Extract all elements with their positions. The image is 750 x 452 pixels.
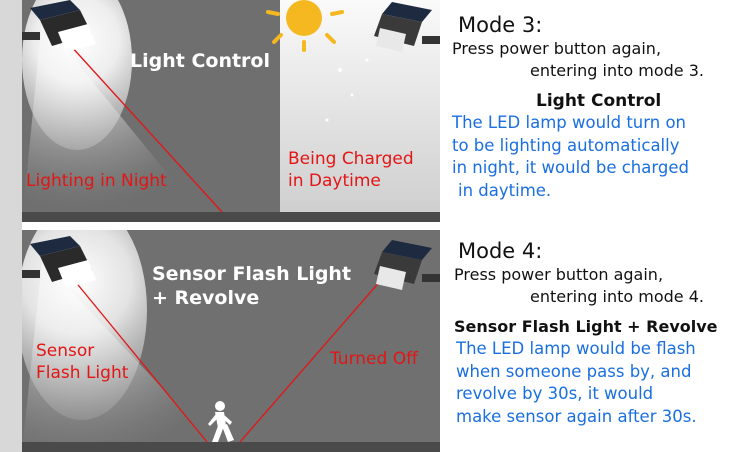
solar-lamp-icon	[22, 0, 96, 52]
mode3-line2: entering into mode 3.	[530, 61, 704, 80]
mode3-line1: Press power button again,	[452, 39, 662, 58]
mode3-desc-3: in night, it would be charged	[452, 158, 689, 177]
mode4-desc-3: revolve by 30s, it would	[456, 384, 654, 403]
panel1-scene	[22, 0, 440, 222]
sun-icon	[266, 0, 369, 122]
panel1-title: Light Control	[130, 50, 270, 72]
solar-lamp-icon	[22, 236, 96, 288]
mode3-title: Mode 3:	[458, 13, 543, 37]
solar-lamp-icon	[374, 2, 440, 52]
mode3-description: Mode 3: Press power button again, enteri…	[450, 12, 750, 202]
mode3-desc-1: The LED lamp would turn on	[452, 113, 687, 132]
mode4-subtitle: Sensor Flash Light + Revolve	[454, 317, 718, 336]
lighting-in-night-label: Lighting in Night	[26, 171, 167, 191]
panel2-scene	[22, 230, 440, 452]
turned-off-label: Turned Off	[330, 349, 418, 369]
mode4-description: Mode 4: Press power button again, enteri…	[450, 238, 750, 428]
sensor-flash-label: Sensor Flash Light	[36, 341, 129, 383]
mode3-desc-2: to be lighting automatically	[452, 135, 680, 155]
mode4-desc-2: when someone pass by, and	[456, 361, 692, 381]
mode3-desc-4: in daytime.	[458, 180, 552, 200]
mode4-desc-1: The LED lamp would be flash	[456, 339, 696, 358]
frame-left-edge	[0, 0, 22, 452]
mode3-subtitle: Light Control	[536, 91, 662, 111]
mode4-title: Mode 4:	[458, 239, 543, 263]
solar-lamp-icon	[374, 240, 440, 290]
sensor-flash-illustration: Sensor Flash Light + Revolve Sensor Flas…	[22, 230, 440, 452]
panel2-title: Sensor Flash Light + Revolve	[152, 263, 352, 309]
mode4-desc-4: make sensor again after 30s.	[456, 406, 697, 426]
mode4-line1: Press power button again,	[454, 265, 664, 284]
mode4-line2: entering into mode 4.	[530, 287, 704, 306]
light-control-illustration: Light Control Lighting in Night Being Ch…	[22, 0, 440, 222]
being-charged-label: Being Charged in Daytime	[288, 149, 414, 191]
walking-person-icon	[208, 401, 234, 442]
